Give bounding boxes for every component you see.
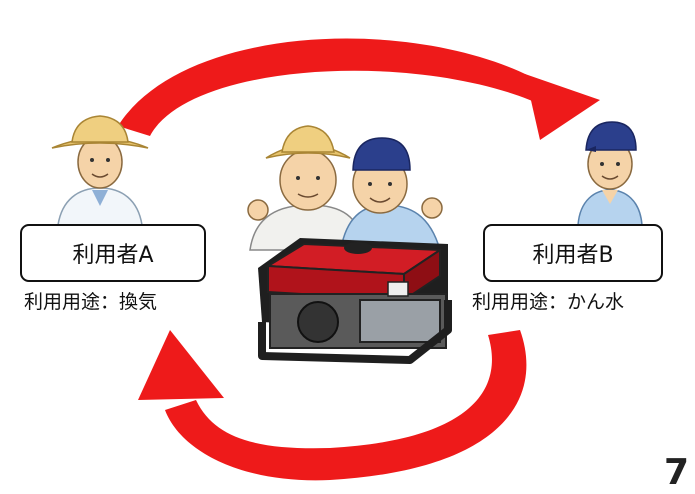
page-number: 7 [664, 452, 690, 493]
generator-icon [258, 238, 452, 364]
farmer-straw-hat-icon [51, 115, 149, 226]
cycle-arrow-bottom-icon [138, 330, 527, 481]
worker-cap-icon [577, 121, 643, 226]
cycle-arrow-top-icon [118, 38, 600, 140]
user-a-box: 利用者A [20, 224, 206, 282]
user-b-usage: 利用用途：かん水 [472, 291, 625, 313]
user-a-label: 利用者A [72, 243, 154, 268]
user-b-box: 利用者B [483, 224, 663, 282]
user-b-label: 利用者B [532, 243, 614, 268]
farmers-group-icon [247, 125, 443, 256]
user-a-usage: 利用用途：換気 [24, 291, 158, 313]
